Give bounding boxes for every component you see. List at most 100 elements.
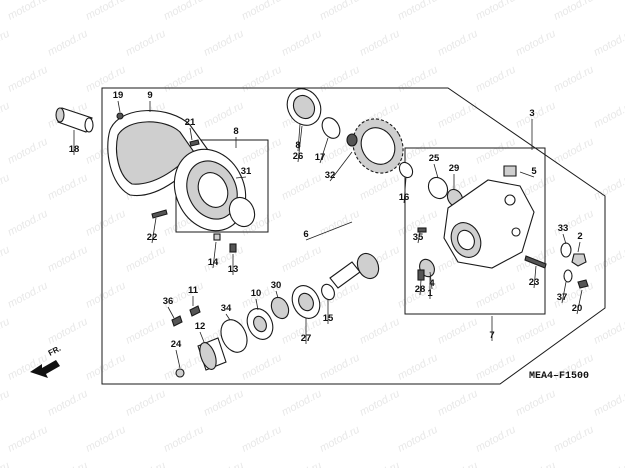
part-bearing-26 (286, 88, 322, 126)
callout-label: 7 (489, 330, 494, 341)
callout-label: 22 (147, 232, 158, 243)
watermark-text: motod.ru (46, 172, 90, 203)
watermark-text: motod.ru (552, 0, 596, 23)
part-bolt-21 (189, 139, 200, 147)
part-coupling-12 (197, 337, 227, 371)
watermark-text: motod.ru (514, 388, 558, 419)
callout-leader-line (189, 127, 193, 141)
callout-leader-line (225, 313, 231, 321)
watermark-text: motod.ru (474, 136, 518, 167)
watermark-text: motod.ru (6, 280, 50, 311)
callout-label: 4 (429, 278, 435, 289)
watermark-text: motod.ru (280, 172, 324, 203)
watermark-text: motod.ru (592, 388, 625, 419)
watermark-text: motod.ru (514, 460, 558, 468)
watermark-text: motod.ru (0, 100, 12, 131)
watermark-text: motod.ru (436, 388, 480, 419)
callout-leader-line (403, 177, 407, 204)
part-oring-34 (220, 319, 248, 353)
callout-label: 17 (315, 152, 326, 163)
watermark-text: motod.ru (358, 172, 402, 203)
part-ring-15 (321, 283, 335, 301)
watermark-text: motod.ru (0, 244, 12, 275)
callout-label: 21 (185, 117, 196, 128)
part-shaft-18 (55, 107, 94, 133)
callout-leader-line (329, 151, 353, 182)
part-bolt-19 (116, 112, 124, 120)
subassembly-frame-8 (175, 139, 269, 233)
callout-label: 3 (529, 108, 534, 119)
callout-label: 37 (557, 292, 568, 303)
part-nut-2 (571, 253, 587, 267)
callout-label: 24 (171, 339, 182, 350)
callout-label: 25 (429, 153, 440, 164)
watermark-text: motod.ru (436, 316, 480, 347)
watermark-text: motod.ru (592, 28, 625, 59)
watermark-text: motod.ru (396, 0, 440, 23)
watermark-text: motod.ru (84, 424, 128, 455)
callout-leader-line (151, 217, 157, 244)
watermark-text: motod.ru (318, 352, 362, 383)
watermark-text: motod.ru (6, 424, 50, 455)
watermark-text: motod.ru (436, 100, 480, 131)
callout-layer: 1234567889101112131415161718192021222324… (69, 90, 583, 369)
watermark-text: motod.ru (124, 28, 168, 59)
callout-label: 32 (325, 170, 336, 181)
watermark-text: motod.ru (592, 244, 625, 275)
watermark-text: motod.ru (318, 64, 362, 95)
watermark-text: motod.ru (552, 136, 596, 167)
callout-label: 23 (529, 277, 540, 288)
watermark-text: motod.ru (84, 352, 128, 383)
watermark-text: motod.ru (46, 388, 90, 419)
callout-label: 20 (572, 303, 583, 314)
part-bearing-25 (427, 176, 449, 200)
watermark-text: motod.ru (592, 460, 625, 468)
diagram-frame (101, 87, 606, 385)
watermark-text: motod.ru (514, 28, 558, 59)
watermark-text: motod.ru (84, 280, 128, 311)
watermark-text: motod.ru (46, 244, 90, 275)
watermark-text: motod.ru (358, 28, 402, 59)
part-pin-35 (417, 227, 427, 233)
callout-leader-line (199, 331, 205, 343)
watermark-text: motod.ru (124, 316, 168, 347)
watermark-text: motod.ru (124, 244, 168, 275)
watermark-text: motod.ru (162, 0, 206, 23)
part-washer-37 (563, 269, 573, 283)
watermark-text: motod.ru (592, 100, 625, 131)
part-ring-16 (398, 161, 414, 179)
callout-leader-line (297, 123, 301, 152)
callout-leader-line (562, 233, 567, 245)
part-ring-17 (321, 117, 341, 139)
watermark-text: motod.ru (46, 28, 90, 59)
callout-label: 5 (531, 166, 537, 177)
part-flange-31 (173, 148, 256, 232)
callout-leader-line (212, 241, 217, 269)
callout-label: 2 (577, 231, 582, 242)
watermark-text: motod.ru (474, 424, 518, 455)
watermark-text: motod.ru (0, 316, 12, 347)
watermark-text: motod.ru (0, 28, 12, 59)
callout-leader-line (175, 349, 181, 369)
watermark-text: motod.ru (46, 316, 90, 347)
callout-label: 35 (413, 232, 424, 243)
watermark-text: motod.ru (202, 460, 246, 468)
watermark-text: motod.ru (202, 28, 246, 59)
callout-label: 33 (558, 223, 569, 234)
callout-label: 30 (271, 280, 282, 291)
watermark-text: motod.ru (280, 244, 324, 275)
watermark-text: motod.ru (552, 424, 596, 455)
watermark-text: motod.ru (318, 208, 362, 239)
part-stud-23 (524, 255, 547, 269)
watermark-text: motod.ru (6, 136, 50, 167)
callout-label: 6 (303, 229, 308, 240)
callout-leader-line (297, 125, 303, 163)
watermark-text: motod.ru (552, 64, 596, 95)
callout-leader-line (433, 163, 439, 179)
subassembly-frame-7 (404, 147, 546, 315)
part-seal-30 (270, 296, 290, 320)
callout-leader-line (561, 281, 567, 304)
callout-leader-line (167, 306, 175, 319)
watermark-text: motod.ru (202, 100, 246, 131)
